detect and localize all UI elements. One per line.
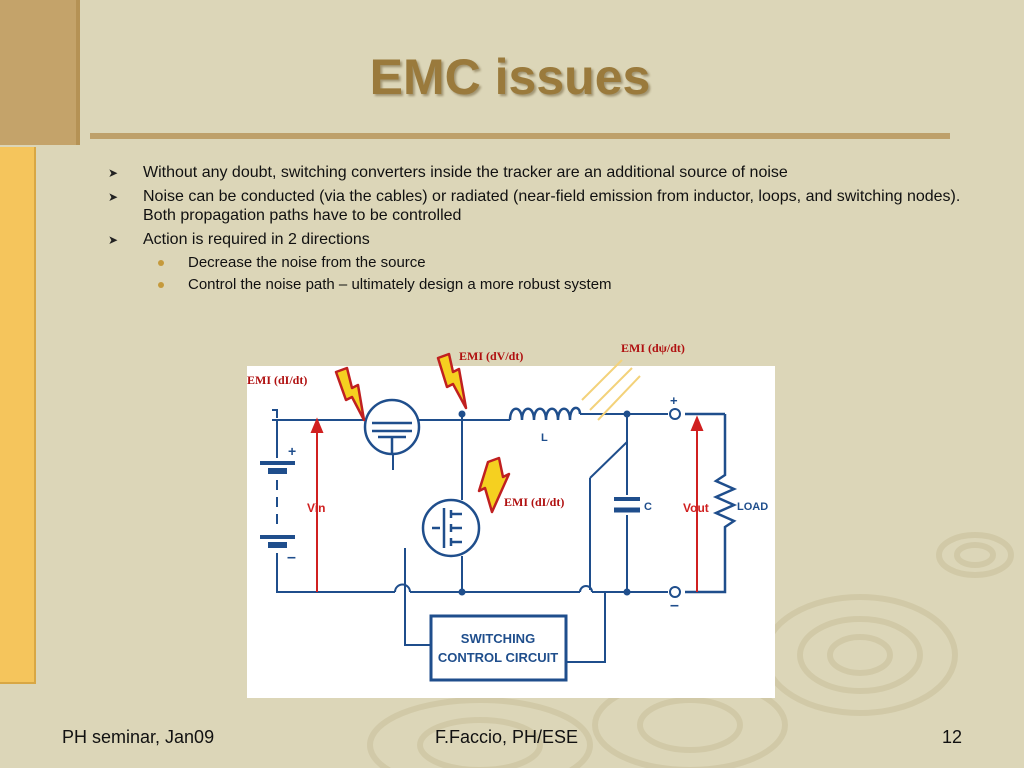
footer-left: PH seminar, Jan09: [62, 727, 215, 747]
bullet-item: ➤ Noise can be conducted (via the cables…: [108, 187, 978, 225]
node-dots: [458, 410, 631, 596]
vout-label: Vout: [683, 501, 709, 515]
dot-bullet-icon: [158, 260, 164, 266]
minus-out-label: –: [670, 597, 679, 614]
bullet-text: Action is required in 2 directions: [143, 231, 370, 248]
slide-title: EMC issues: [369, 49, 651, 105]
sub-bullet-text: Decrease the noise from the source: [188, 254, 426, 271]
emi-label-di-dt-mid: EMI (dI/dt): [504, 495, 564, 509]
control-label-line1: SWITCHING: [461, 631, 535, 646]
plus-out-label: +: [670, 393, 678, 408]
bullet-list: ➤ Without any doubt, switching converter…: [108, 163, 978, 298]
dot-bullet-icon: [158, 282, 164, 288]
control-label-line2: CONTROL CIRCUIT: [438, 650, 558, 665]
left-accent-block: [0, 0, 76, 145]
bullet-text: Without any doubt, switching converters …: [143, 164, 788, 181]
sub-bullet-item: Decrease the noise from the source: [108, 254, 978, 272]
left-accent-bar: [0, 147, 36, 684]
radiation-lines-icon: [581, 359, 641, 421]
load-label: LOAD: [737, 501, 768, 513]
lightning-bolt-icon: [436, 352, 468, 410]
plus-in-label: +: [288, 443, 296, 459]
bullet-text: Noise can be conducted (via the cables) …: [143, 188, 961, 224]
crossover-hop: [579, 585, 593, 593]
sub-bullet-item: Control the noise path – ultimately desi…: [108, 276, 978, 294]
bullet-item: ➤ Action is required in 2 directions: [108, 230, 978, 249]
emi-label-dv-dt: EMI (dV/dt): [459, 349, 523, 363]
top-rail-wire: [272, 409, 278, 418]
control-wire-left: [404, 548, 432, 646]
inductor-label: L: [541, 432, 548, 444]
arrow-bullet-icon: ➤: [108, 166, 119, 180]
battery-wire-bottom: [276, 553, 395, 593]
footer-center: F.Faccio, PH/ESE: [435, 727, 579, 747]
inductor-icon: [508, 406, 582, 421]
emi-label-di-dt-left: EMI (dI/dt): [247, 373, 307, 387]
feedback-switch: [589, 441, 628, 479]
vin-label: Vin: [307, 501, 325, 515]
minus-in-label: –: [287, 549, 296, 566]
lightning-bolt-icon: [334, 366, 366, 422]
title-underline: [90, 133, 950, 139]
left-accent-strip: [76, 0, 80, 145]
control-wire-right: [566, 592, 606, 663]
lightning-bolt-icon: [477, 456, 511, 514]
load-resistor-icon: [685, 412, 738, 594]
vin-arrowhead-icon: [310, 417, 324, 433]
capacitor-label: C: [644, 501, 652, 513]
page-number: 12: [942, 727, 963, 747]
low-side-mosfet-icon: [421, 498, 481, 558]
battery-icon: [260, 461, 295, 548]
arrow-bullet-icon: ➤: [108, 233, 119, 247]
bullet-item: ➤ Without any doubt, switching converter…: [108, 163, 978, 182]
control-circuit-box: [429, 614, 568, 682]
vout-arrowhead-icon: [690, 415, 704, 431]
capacitor-icon: [614, 497, 640, 513]
emi-label-dpsi-dt: EMI (dψ/dt): [621, 341, 685, 355]
high-side-mosfet-icon: [363, 398, 421, 456]
sub-bullet-text: Control the noise path – ultimately desi…: [188, 276, 612, 293]
arrow-bullet-icon: ➤: [108, 190, 119, 204]
crossover-hop: [394, 583, 411, 593]
output-terminals: [669, 408, 681, 598]
